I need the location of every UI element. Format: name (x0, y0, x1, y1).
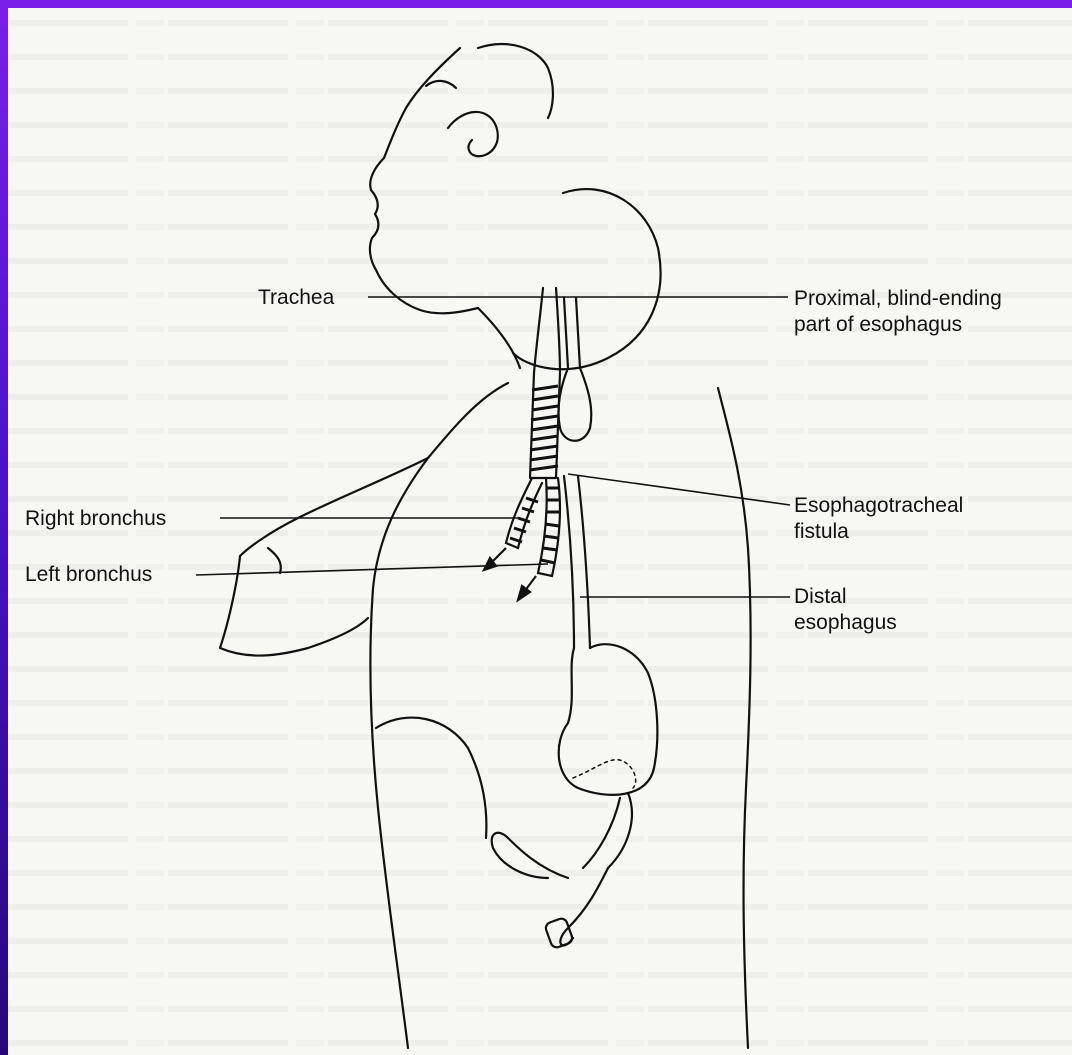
label-left-bronchus: Left bronchus (25, 562, 152, 588)
label-right-bronchus: Right bronchus (25, 506, 166, 532)
label-distal-esophagus-line1: Distal (794, 584, 847, 610)
label-trachea: Trachea (258, 285, 334, 311)
label-proximal-esophagus-line2: part of esophagus (794, 312, 962, 338)
paper-texture (8, 8, 1072, 1055)
label-proximal-esophagus-line1: Proximal, blind-ending (794, 286, 1002, 312)
anatomy-figure: Trachea Proximal, blind-ending part of e… (8, 8, 1072, 1055)
label-fistula-line2: fistula (794, 519, 849, 545)
label-fistula-line1: Esophagotracheal (794, 493, 963, 519)
label-distal-esophagus-line2: esophagus (794, 610, 897, 636)
anatomy-illustration (8, 8, 1072, 1055)
